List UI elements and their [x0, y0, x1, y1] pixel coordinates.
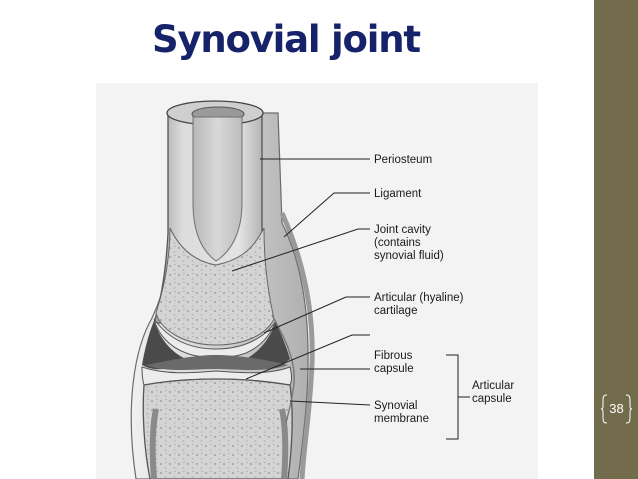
label-articular-capsule-line1: Articular — [472, 380, 514, 392]
label-articular-capsule-line2: capsule — [472, 393, 512, 405]
label-joint-cavity-line2: (contains — [374, 237, 421, 249]
label-ligament: Ligament — [374, 188, 422, 200]
label-fibrous-capsule-line1: Fibrous — [374, 350, 413, 362]
right-brace-icon — [625, 394, 632, 424]
label-joint-cavity-line1: Joint cavity — [374, 224, 431, 236]
left-brace-icon — [601, 394, 608, 424]
joint-cavity-left — [142, 321, 186, 370]
label-fibrous-capsule-line2: capsule — [374, 363, 414, 375]
page-number: 38 — [609, 401, 624, 416]
lower-bone-cortex — [149, 408, 289, 479]
joint-cavity-right — [246, 321, 290, 367]
label-periosteum: Periosteum — [374, 154, 432, 166]
label-synovial-membrane-line1: Synovial — [374, 400, 417, 412]
leader-lines — [231, 158, 470, 440]
side-bar — [594, 0, 638, 479]
joint-cavity-gap — [146, 355, 288, 370]
page-number-box: 38 — [601, 394, 632, 424]
medullary-cavity — [192, 116, 243, 262]
label-synovial-membrane-line2: membrane — [374, 413, 429, 425]
synovial-joint-diagram: Periosteum Ligament Joint cavity (contai… — [96, 83, 538, 479]
lower-bone — [142, 378, 293, 479]
label-joint-cavity-line3: synovial fluid) — [374, 250, 444, 262]
label-articular-cartilage-line1: Articular (hyaline) — [374, 292, 464, 304]
upper-articular-cartilage — [153, 318, 277, 358]
synovial-membrane-line — [271, 314, 295, 424]
label-articular-cartilage-line2: cartilage — [374, 305, 417, 317]
slide-title: Synovial joint — [152, 18, 421, 61]
